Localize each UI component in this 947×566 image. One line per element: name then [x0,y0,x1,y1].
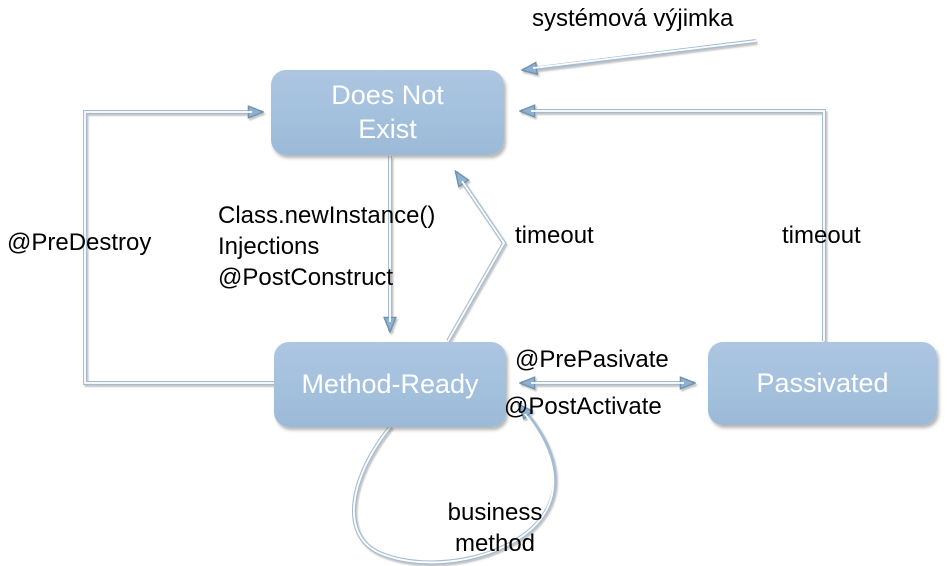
label-prepasivate: @PrePasivate [515,346,669,373]
label-postactivate: @PostActivate [504,393,662,420]
label-system-exception: systémová výjimka [532,5,734,32]
label-timeout-right: timeout [782,222,861,249]
edge-timeout-mid-core [447,180,506,342]
edge-timeout-right-core [531,110,825,341]
label-predestroy: @PreDestroy [7,229,152,256]
state-label-line: Passivated [756,367,889,398]
edge-business-loop-core [353,413,555,564]
label-create-line1: Class.newInstance() [218,202,436,229]
edge-predestroy-core [84,111,277,384]
label-business-method: business method [420,497,570,559]
label-timeout-middle: timeout [515,222,594,249]
state-label-line: Does Not [331,80,444,111]
state-node-passivated: Passivated [708,342,937,425]
label-create-block: Class.newInstance() Injections @PostCons… [218,200,435,293]
label-business-line2: method [454,530,536,557]
state-node-does-not-exist: Does Not Exist [271,70,504,155]
state-label-line: Method-Ready [301,368,479,399]
state-node-method-ready: Method-Ready [274,342,506,427]
label-create-line2: Injections [218,233,320,260]
state-label-line: Exist [358,113,417,144]
label-business-line1: business [447,499,543,526]
label-create-line3: @PostConstruct [218,264,394,291]
edge-system-exception-core [532,40,757,69]
